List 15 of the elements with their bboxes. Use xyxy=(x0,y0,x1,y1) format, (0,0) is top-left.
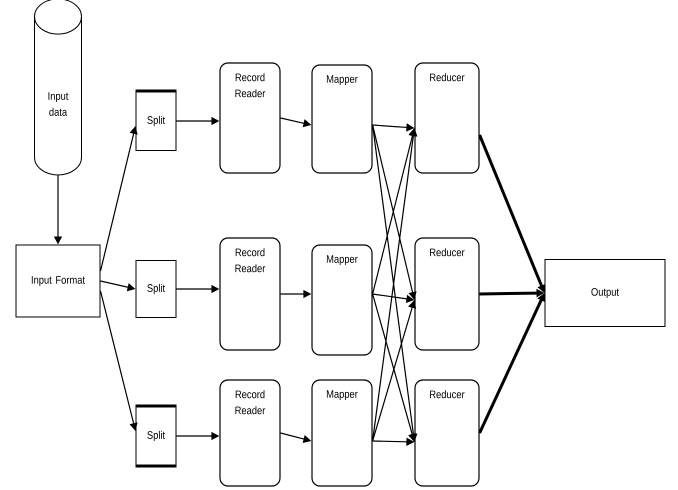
reducer-box: Reducer xyxy=(414,379,480,487)
mapper-box: Mapper xyxy=(311,379,373,487)
split-box: Split xyxy=(136,260,176,318)
reducer-box: Reducer xyxy=(414,62,480,174)
record-reader-box: Record Reader xyxy=(219,379,281,487)
mapper-box: Mapper xyxy=(311,244,373,356)
mapper-box: Mapper xyxy=(311,64,373,174)
record-reader-box: Record Reader xyxy=(219,237,281,351)
split-box: Split xyxy=(136,90,176,151)
split-box: Split xyxy=(136,404,176,468)
storage-cylinder: Input data xyxy=(34,0,82,176)
output-box: Output xyxy=(544,259,666,327)
reducer-box: Reducer xyxy=(414,237,480,351)
process-box: Input Format xyxy=(16,244,100,318)
record-reader-box: Record Reader xyxy=(219,62,281,174)
